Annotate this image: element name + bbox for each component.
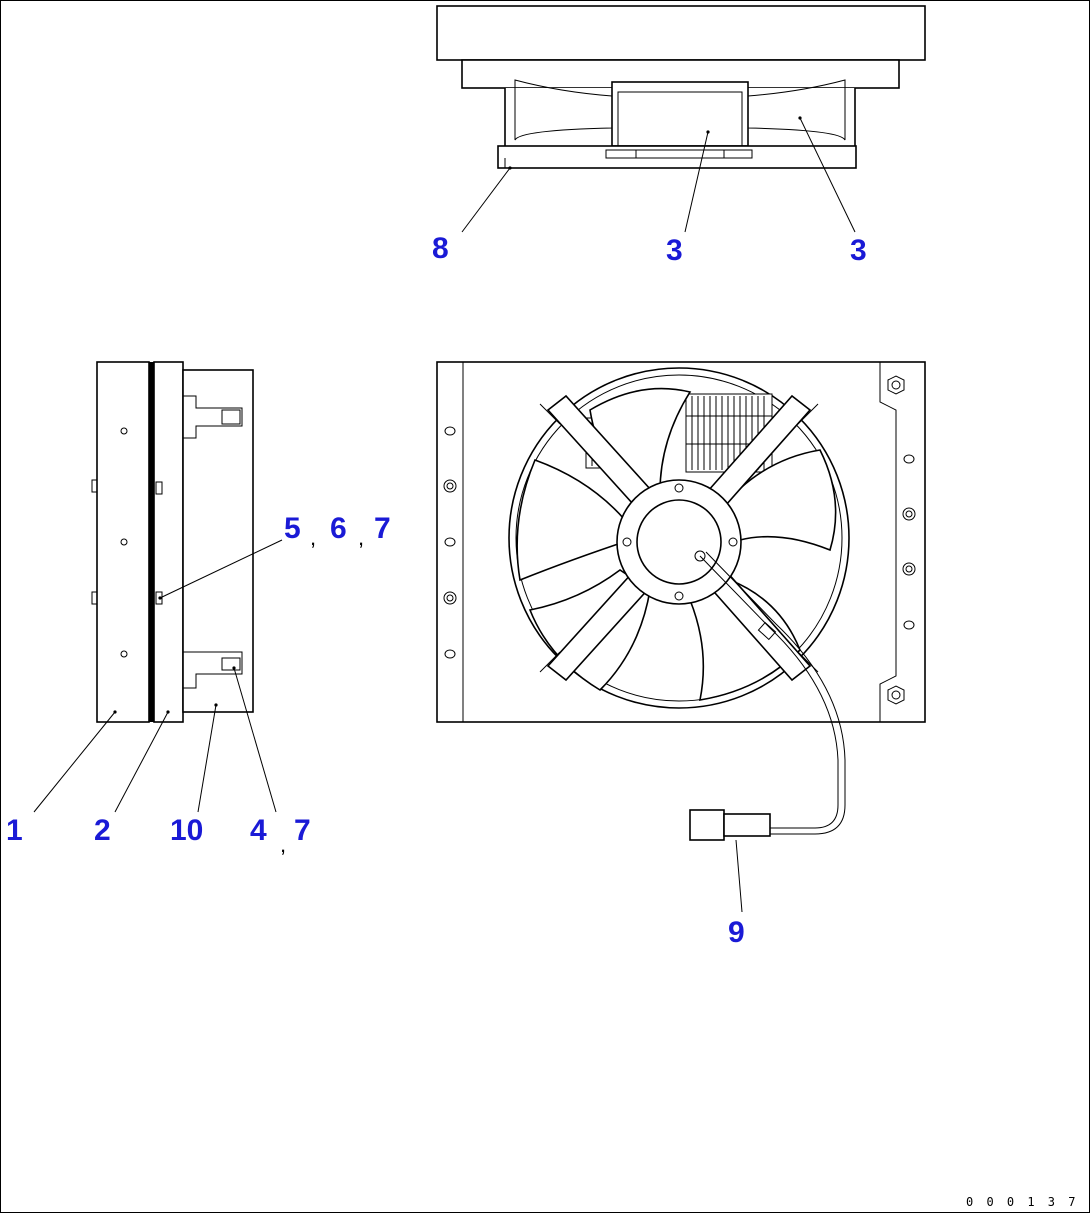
leader-1-dot — [113, 710, 117, 714]
fan-spider — [539, 394, 819, 682]
motor-hub — [636, 499, 722, 585]
leader-2 — [114, 711, 169, 813]
hub-bolt — [728, 537, 738, 547]
leader-47-dot — [232, 666, 236, 670]
separator: , — [310, 525, 316, 550]
callout-5: 5 — [284, 512, 301, 545]
leader-8 — [461, 167, 511, 233]
fan-blade-3 — [688, 579, 801, 701]
harness-wire-a — [699, 555, 839, 829]
side-nut-2 — [155, 591, 163, 605]
rail-bolt — [902, 562, 916, 576]
rail-bolt-core — [905, 565, 913, 573]
leader-3-mid-dot — [706, 130, 710, 134]
front-view — [436, 361, 926, 723]
callout-10: 10 — [170, 814, 203, 847]
side-fan-housing — [182, 369, 254, 713]
leader-8-dot — [508, 166, 512, 170]
hex-nut-top-core — [891, 380, 901, 390]
side-view — [91, 361, 254, 723]
leader-10-dot — [214, 703, 218, 707]
callout-7: 7 — [374, 512, 391, 545]
side-frame — [153, 361, 184, 723]
side-upper-bracket — [183, 395, 243, 439]
motor-housing-top — [611, 81, 749, 147]
leader-3-mid — [684, 131, 709, 233]
connector — [689, 809, 771, 841]
front-right-rail — [879, 362, 897, 722]
side-nut-1 — [155, 481, 163, 495]
hub-bolt — [622, 537, 632, 547]
leader-2-dot — [166, 710, 170, 714]
hex-nut-bottom-core — [891, 690, 901, 700]
rail-bolt — [443, 479, 457, 493]
rail-hole — [444, 649, 456, 659]
callout-9: 9 — [728, 916, 745, 949]
hex-nut-top — [887, 375, 905, 395]
mounting-bracket-strip — [497, 145, 857, 169]
rail-hole — [444, 426, 456, 436]
rail-hole — [903, 454, 915, 464]
rail-bolt — [902, 507, 916, 521]
fan-blade-5 — [516, 458, 631, 582]
harness-wire-b — [705, 551, 846, 835]
side-core — [96, 361, 150, 723]
callout-3-mid: 3 — [666, 234, 683, 267]
separator: , — [280, 832, 286, 857]
leader-47 — [233, 667, 277, 813]
hub-bolt — [674, 591, 684, 601]
front-left-rail — [436, 361, 464, 723]
wire-harness — [699, 551, 846, 835]
side-seal — [149, 362, 154, 722]
leader-9 — [735, 839, 743, 913]
harness-clip — [757, 621, 777, 641]
callout-6: 6 — [330, 512, 347, 545]
side-lower-bracket — [183, 651, 243, 689]
callout-7b: 7 — [294, 814, 311, 847]
top-view — [436, 5, 926, 169]
leader-3-right — [799, 117, 856, 233]
rail-hole — [444, 537, 456, 547]
side-hole-3 — [120, 650, 128, 658]
callout-8: 8 — [432, 232, 449, 265]
callout-1: 1 — [6, 814, 23, 847]
fan-blade-2 — [719, 449, 837, 552]
side-hole-2 — [120, 538, 128, 546]
side-stud-2 — [91, 591, 98, 605]
callout-2: 2 — [94, 814, 111, 847]
side-lower-bolt — [221, 657, 241, 671]
separator: , — [358, 525, 364, 550]
rail-bolt-core — [905, 510, 913, 518]
connector-body — [689, 809, 725, 841]
motor-foot-right — [723, 149, 753, 159]
leader-3-right-dot — [798, 116, 802, 120]
document-number: 0 0 0 1 3 7 2 9 — [966, 1195, 1090, 1209]
leader-10 — [197, 704, 217, 813]
connector-shell — [723, 813, 771, 837]
rail-bolt — [443, 591, 457, 605]
side-stud-1 — [91, 479, 98, 493]
top-view-frame-plate — [436, 5, 926, 61]
leader-567-dot — [158, 596, 162, 600]
leader-567 — [159, 539, 283, 599]
hub-bolt — [674, 483, 684, 493]
rail-bolt-core — [446, 594, 454, 602]
fan-ring-inner — [515, 374, 843, 702]
side-hole-1 — [120, 427, 128, 435]
rail-bolt-core — [446, 482, 454, 490]
callout-3-right: 3 — [850, 234, 867, 267]
wire-grommet — [694, 550, 706, 562]
side-upper-bolt — [221, 409, 241, 425]
rail-hole — [903, 620, 915, 630]
fan-ring-outer — [508, 367, 850, 709]
leader-1 — [33, 711, 116, 813]
callout-4: 4 — [250, 814, 267, 847]
hex-nut-bottom — [887, 685, 905, 705]
